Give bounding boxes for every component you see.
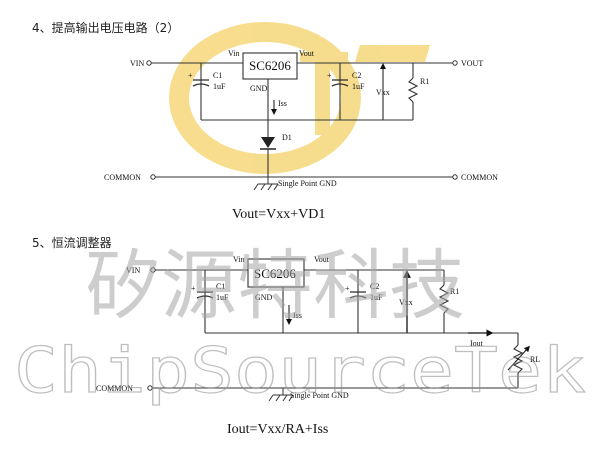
- vxx-label-2: Vxx: [399, 298, 413, 307]
- ground-icon-2: [268, 388, 294, 402]
- c1-value-2: 1uF: [216, 293, 229, 302]
- iout-label: Iout: [470, 339, 484, 348]
- r1-label-2: R1: [450, 287, 459, 296]
- circuit-1: 4、提高输出电压电路（2） VIN + C1 1uF SC6206 Vin Vo…: [32, 20, 498, 222]
- vin-label-2: VIN: [126, 266, 140, 275]
- ground-icon: [253, 177, 279, 191]
- single-point-gnd-label-2: Single Point GND: [290, 391, 349, 400]
- c2-value-2: 1uF: [370, 293, 383, 302]
- common-left-terminal: [150, 174, 156, 180]
- iss-label-2: Iss: [293, 311, 302, 320]
- pin-vout-label-2: Vout: [314, 255, 330, 264]
- c1-name-2: C1: [216, 282, 225, 291]
- common-right-label: COMMON: [461, 173, 498, 182]
- vout-label: VOUT: [461, 59, 483, 68]
- capacitor-c1: +: [188, 71, 210, 87]
- single-point-gnd-label: Single Point GND: [278, 179, 337, 188]
- svg-text:+: +: [188, 71, 193, 80]
- chip-label-2: SC6206: [254, 266, 296, 281]
- formula-2: Iout=Vxx/RA+Iss: [227, 422, 328, 437]
- c1-name: C1: [213, 71, 222, 80]
- watermark-cn: 矽源特科技: [85, 241, 465, 330]
- pin-gnd-label-2: GND: [255, 293, 273, 302]
- common-label-2: COMMON: [96, 384, 133, 393]
- pin-vin-label-2: Vin: [233, 255, 245, 264]
- pin-gnd-label: GND: [250, 84, 268, 93]
- resistor-r1: [407, 77, 419, 103]
- chip-sc6206: [242, 52, 298, 80]
- rl-label: RL: [530, 355, 540, 364]
- d1-label: D1: [282, 133, 292, 142]
- iss-label: Iss: [278, 99, 287, 108]
- capacitor-c2-2: +: [345, 284, 367, 299]
- vin-label: VIN: [130, 59, 144, 68]
- r1-label: R1: [420, 77, 429, 86]
- c2-value: 1uF: [352, 82, 365, 91]
- capacitor-c2: +: [327, 71, 349, 87]
- pin-vin-label: Vin: [228, 49, 240, 58]
- watermark-text: 矽源特科技 ChipSourceTek: [13, 241, 586, 408]
- svg-text:+: +: [327, 71, 332, 80]
- svg-text:+: +: [191, 284, 196, 293]
- chip-sc6206-2: [247, 258, 305, 288]
- watermark-en: ChipSourceTek: [14, 334, 586, 407]
- common-left-label: COMMON: [104, 173, 141, 182]
- common-right-terminal: [452, 174, 458, 180]
- vxx-label: Vxx: [376, 88, 390, 97]
- svg-text:+: +: [345, 284, 350, 293]
- circuit-2: 5、恒流调整器 VIN + C1 1uF SC6206 Vin Vout GND…: [32, 235, 540, 437]
- vout-terminal: [452, 60, 458, 66]
- c1-value: 1uF: [213, 82, 226, 91]
- chip-label: SC6206: [249, 58, 291, 73]
- c2-name: C2: [352, 71, 361, 80]
- capacitor-c1-2: +: [191, 284, 214, 299]
- vin-terminal: [146, 60, 152, 66]
- circuit-2-title: 5、恒流调整器: [32, 235, 112, 250]
- resistor-r1-2: [438, 284, 450, 314]
- watermark-logo: [169, 22, 430, 174]
- c2-name-2: C2: [370, 282, 379, 291]
- pin-vout-label: Vout: [299, 49, 315, 58]
- circuit-1-title: 4、提高输出电压电路（2）: [32, 20, 179, 35]
- formula-1: Vout=Vxx+VD1: [232, 207, 325, 222]
- diode-d1: [261, 137, 275, 148]
